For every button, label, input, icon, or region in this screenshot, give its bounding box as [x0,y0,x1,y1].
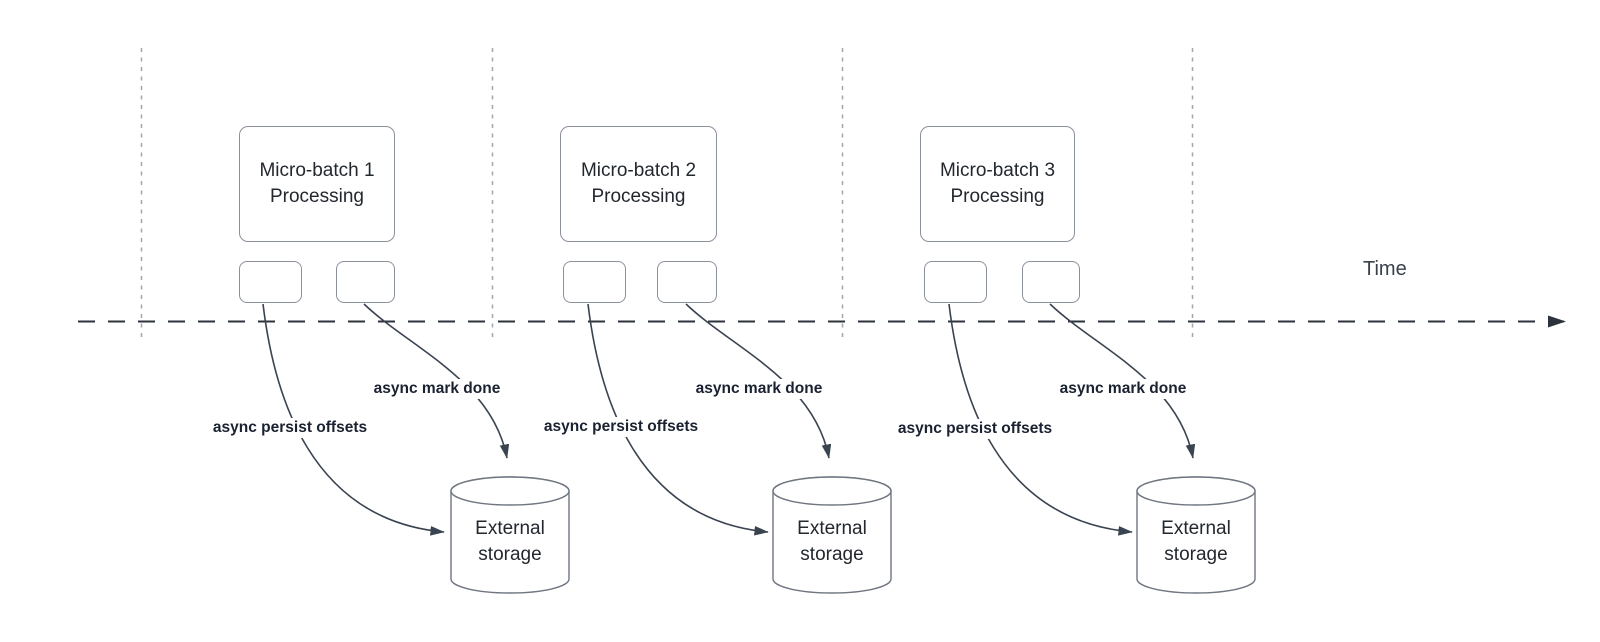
micro-batch-box-3: Micro-batch 3 Processing [920,126,1075,242]
cylinder-top-rim [450,476,570,506]
external-storage-label: External storage [1161,518,1231,565]
micro-batch-title: Micro-batch 1 Processing [259,159,375,207]
mark-done-label: async mark done [370,379,504,399]
persist-offsets-chip-1 [239,261,302,303]
persist-offsets-arrow-2 [587,303,769,536]
mark-done-chip-2 [657,261,717,303]
persist-offsets-label: async persist offsets [209,418,371,438]
persist-offsets-label: async persist offsets [540,417,702,437]
mark-done-chip-3 [1022,261,1080,303]
mark-done-arrow-3 [1049,303,1196,459]
mark-done-arrow-2 [685,303,832,459]
persist-offsets-chip-3 [924,261,987,303]
storage-cylinder-1 [450,476,570,594]
micro-batch-title: Micro-batch 3 Processing [939,159,1056,207]
persist-offsets-arrow-1 [262,303,445,536]
time-axis-label: Time [1363,258,1407,280]
mark-done-label: async mark done [1056,379,1190,399]
mark-done-chip-1 [336,261,395,303]
external-storage-label: External storage [797,518,867,565]
storage-cylinder-2 [772,476,892,594]
mark-done-arrow-1 [363,303,510,459]
external-storage-label: External storage [475,518,545,565]
mark-done-label: async mark done [692,379,826,399]
persist-offsets-label: async persist offsets [894,419,1056,439]
cylinder-top-rim [772,476,892,506]
micro-batch-box-1: Micro-batch 1 Processing [239,126,395,242]
storage-cylinder-3 [1136,476,1256,594]
persist-offsets-chip-2 [563,261,626,303]
persist-offsets-arrow-3 [948,303,1133,536]
cylinder-top-rim [1136,476,1256,506]
micro-batch-box-2: Micro-batch 2 Processing [560,126,717,242]
micro-batch-title: Micro-batch 2 Processing [580,159,697,207]
